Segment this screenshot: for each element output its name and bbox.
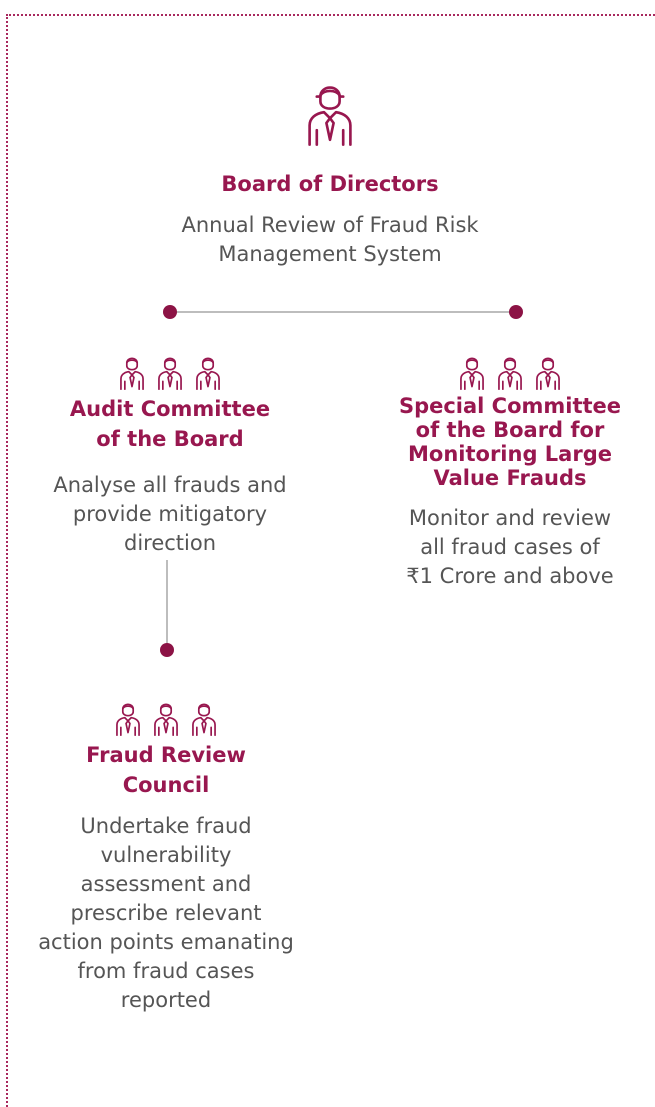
council-desc-line-2: vulnerability [100, 843, 232, 867]
special-desc-line-3: ₹1 Crore and above [406, 564, 614, 588]
council-desc-line-1: Undertake fraud [80, 814, 252, 838]
council-title-line-1: Fraud Review [86, 743, 246, 767]
special-title: Special Committee of the Board for Monit… [365, 394, 655, 490]
special-title-line-2: of the Board for [415, 418, 605, 442]
special-title-line-3: Monitoring Large [408, 442, 612, 466]
board-connector-line [170, 311, 516, 313]
person-with-tie-icon [191, 696, 217, 738]
board-desc-line-2: Management System [218, 242, 442, 266]
audit-committee-node: Audit Committee of the Board Analyse all… [20, 350, 320, 558]
special-description: Monitor and review all fraud cases of ₹1… [365, 504, 655, 591]
person-with-tie-icon [157, 350, 183, 392]
council-desc-line-7: reported [120, 988, 212, 1012]
audit-description: Analyse all frauds and provide mitigator… [20, 471, 320, 558]
board-icon-group [80, 68, 580, 154]
council-desc-line-4: prescribe relevant [70, 901, 262, 925]
connector-dot-right [509, 305, 523, 319]
special-title-line-1: Special Committee [398, 394, 622, 418]
dotted-frame-left [6, 14, 8, 1107]
special-committee-node: Special Committee of the Board for Monit… [365, 350, 655, 591]
council-title: Fraud Review Council [10, 740, 322, 800]
person-with-tie-icon [153, 696, 179, 738]
special-desc-line-1: Monitor and review [408, 506, 612, 530]
fraud-review-council-node: Fraud Review Council Undertake fraud vul… [10, 696, 322, 1015]
audit-title: Audit Committee of the Board [20, 394, 320, 454]
audit-desc-line-2: provide mitigatory [72, 502, 268, 526]
person-with-tie-icon [459, 350, 485, 392]
audit-title-line-1: Audit Committee [69, 397, 271, 421]
special-icon-group [365, 350, 655, 392]
person-with-tie-icon [535, 350, 561, 392]
council-desc-line-3: assessment and [80, 872, 252, 896]
connector-dot-bottom [160, 643, 174, 657]
audit-council-connector-line [166, 560, 168, 650]
council-description: Undertake fraud vulnerability assessment… [10, 812, 322, 1015]
person-with-tie-icon [195, 350, 221, 392]
council-title-line-2: Council [122, 773, 210, 797]
board-title: Board of Directors [221, 172, 439, 196]
special-title-line-4: Value Frauds [433, 466, 587, 490]
council-desc-line-5: action points emanating [38, 930, 294, 954]
audit-desc-line-1: Analyse all frauds and [53, 473, 287, 497]
person-with-tie-icon [306, 68, 354, 154]
audit-icon-group [20, 350, 320, 392]
board-desc-line-1: Annual Review of Fraud Risk [181, 213, 479, 237]
special-desc-line-2: all fraud cases of [420, 535, 600, 559]
council-desc-line-6: from fraud cases [77, 959, 255, 983]
person-with-tie-icon [115, 696, 141, 738]
board-description: Annual Review of Fraud Risk Management S… [80, 211, 580, 269]
dotted-frame-top [6, 14, 655, 16]
council-icon-group [10, 696, 322, 738]
audit-title-line-2: of the Board [96, 427, 244, 451]
person-with-tie-icon [497, 350, 523, 392]
audit-desc-line-3: direction [123, 531, 217, 555]
connector-dot-left [163, 305, 177, 319]
person-with-tie-icon [119, 350, 145, 392]
board-of-directors-node: Board of Directors Annual Review of Frau… [80, 68, 580, 269]
